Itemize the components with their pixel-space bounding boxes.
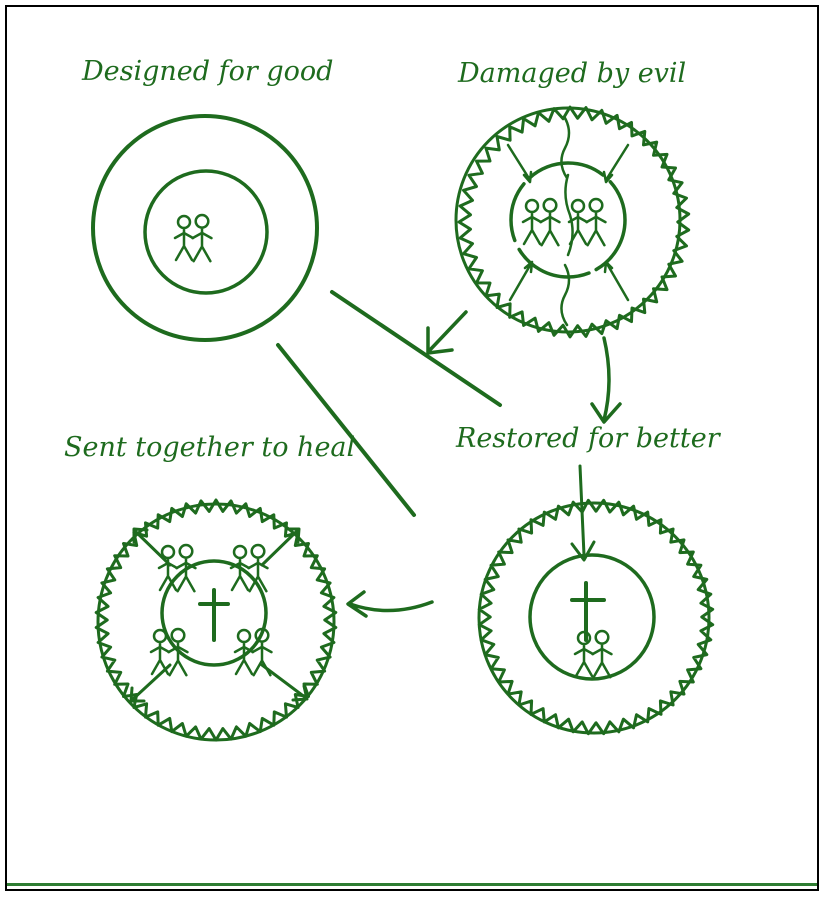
- arrow-restored-to-sent-icon: [348, 592, 432, 616]
- cross-icon: [200, 590, 228, 640]
- people-group-icon-top-right: [231, 545, 267, 591]
- down-arrow-icon: [572, 466, 594, 560]
- label-damaged-by-evil: Damaged by evil: [457, 58, 686, 89]
- connector-line-designed-to-sent: [278, 345, 414, 515]
- circle-designed-for-good: [93, 116, 317, 340]
- arrow-damaged-to-line-icon: [428, 312, 466, 353]
- connector-line-designed-to-restored: [332, 292, 500, 405]
- label-sent-together-to-heal: Sent together to heal: [64, 432, 355, 463]
- people-pair-icon-right: [569, 199, 605, 245]
- people-pair-icon: [175, 215, 211, 261]
- people-pair-icon-left: [523, 199, 559, 245]
- label-restored-for-better: Restored for better: [455, 423, 722, 454]
- circle-damaged-by-evil: [456, 107, 689, 337]
- arrow-damaged-to-restored-icon: [592, 338, 620, 422]
- circle-restored-for-better: [479, 466, 713, 734]
- circle-sent-together-to-heal: [96, 500, 336, 740]
- outward-arrows-icon: [131, 529, 307, 701]
- people-pair-icon: [575, 631, 611, 677]
- label-designed-for-good: Designed for good: [81, 56, 333, 87]
